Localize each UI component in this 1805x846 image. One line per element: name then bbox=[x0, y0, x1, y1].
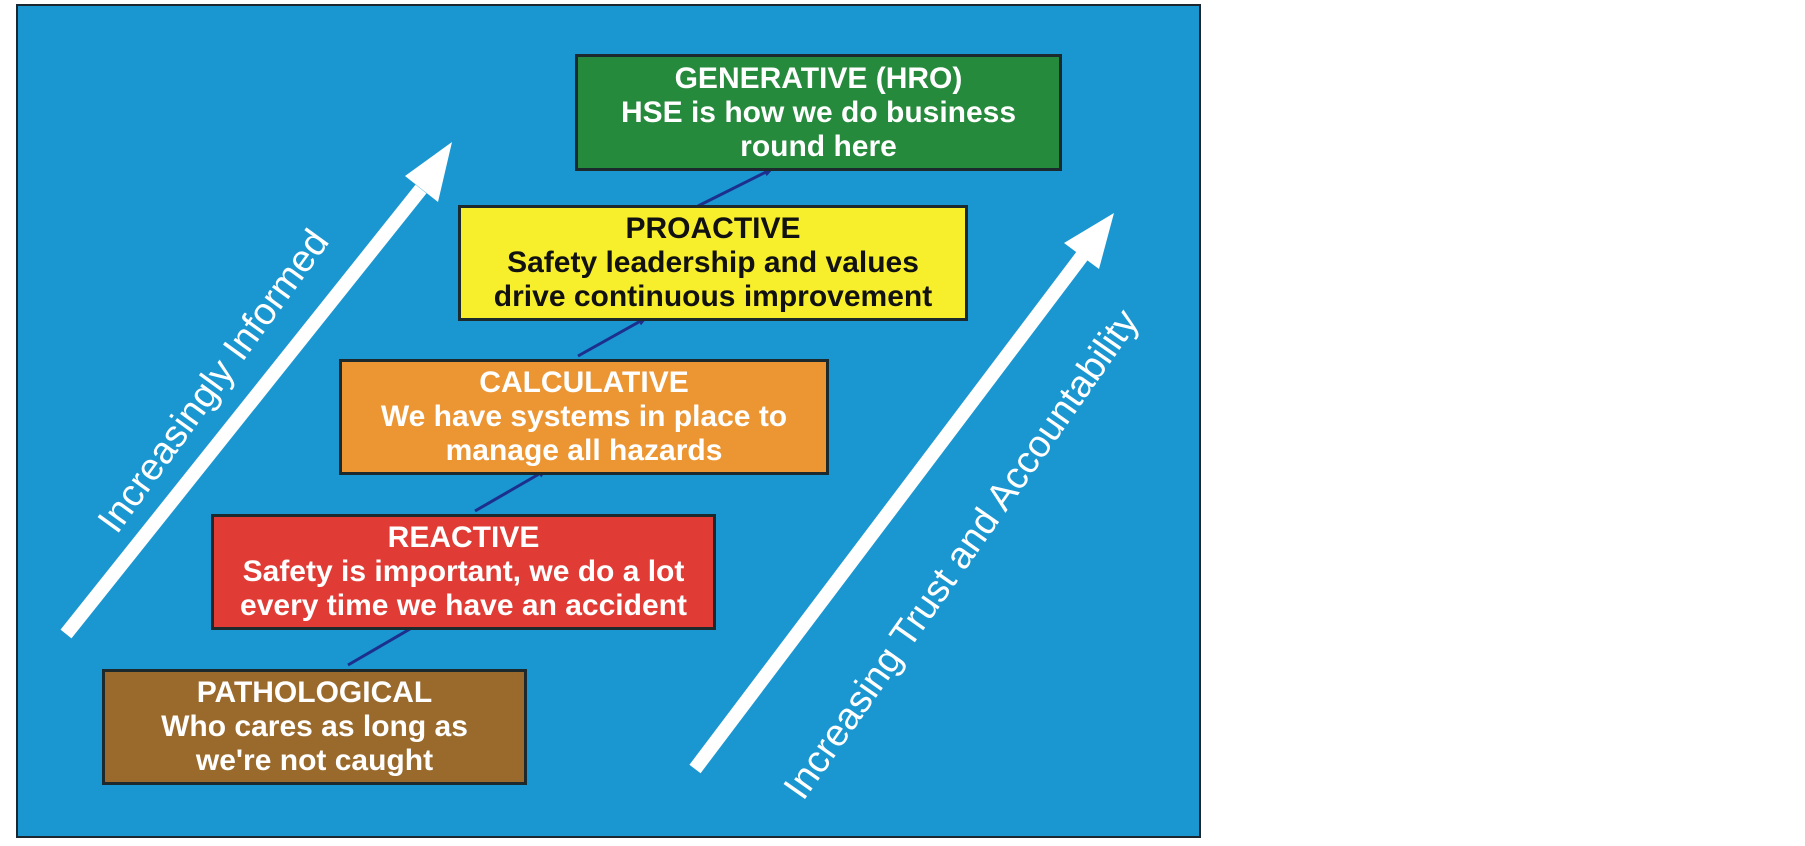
stage-box-generative-hro: GENERATIVE (HRO)HSE is how we do busines… bbox=[575, 54, 1062, 171]
stage-description-line: drive continuous improvement bbox=[493, 280, 933, 313]
stage-title: GENERATIVE (HRO) bbox=[674, 61, 963, 95]
arrow-increasing-trust bbox=[689, 251, 1088, 774]
connector-reactive-calculative bbox=[474, 468, 548, 513]
stage-description-line: Who cares as long as bbox=[161, 710, 468, 743]
stage-description-line: manage all hazards bbox=[445, 434, 723, 467]
arrow-increasingly-informed-head bbox=[405, 142, 452, 202]
stage-title: REACTIVE bbox=[387, 521, 540, 554]
arrow-increasing-trust-head bbox=[1064, 213, 1114, 269]
stage-description-line: HSE is how we do business bbox=[620, 95, 1017, 129]
stage-title: CALCULATIVE bbox=[479, 366, 689, 399]
stage-title: PATHOLOGICAL bbox=[196, 676, 433, 709]
stage-title: PROACTIVE bbox=[625, 212, 801, 245]
stage-description-line: every time we have an accident bbox=[240, 589, 687, 622]
stage-description-line: We have systems in place to bbox=[380, 400, 788, 433]
stage-description-line: Safety leadership and values bbox=[507, 246, 919, 279]
arrow-increasingly-informed bbox=[60, 184, 427, 639]
connector-proactive-generative bbox=[697, 167, 774, 208]
stage-description-line: Safety is important, we do a lot bbox=[242, 555, 685, 588]
stage-description-line: round here bbox=[740, 129, 897, 163]
stage-description-line: we're not caught bbox=[195, 744, 434, 777]
connector-calculative-proactive bbox=[577, 316, 648, 358]
